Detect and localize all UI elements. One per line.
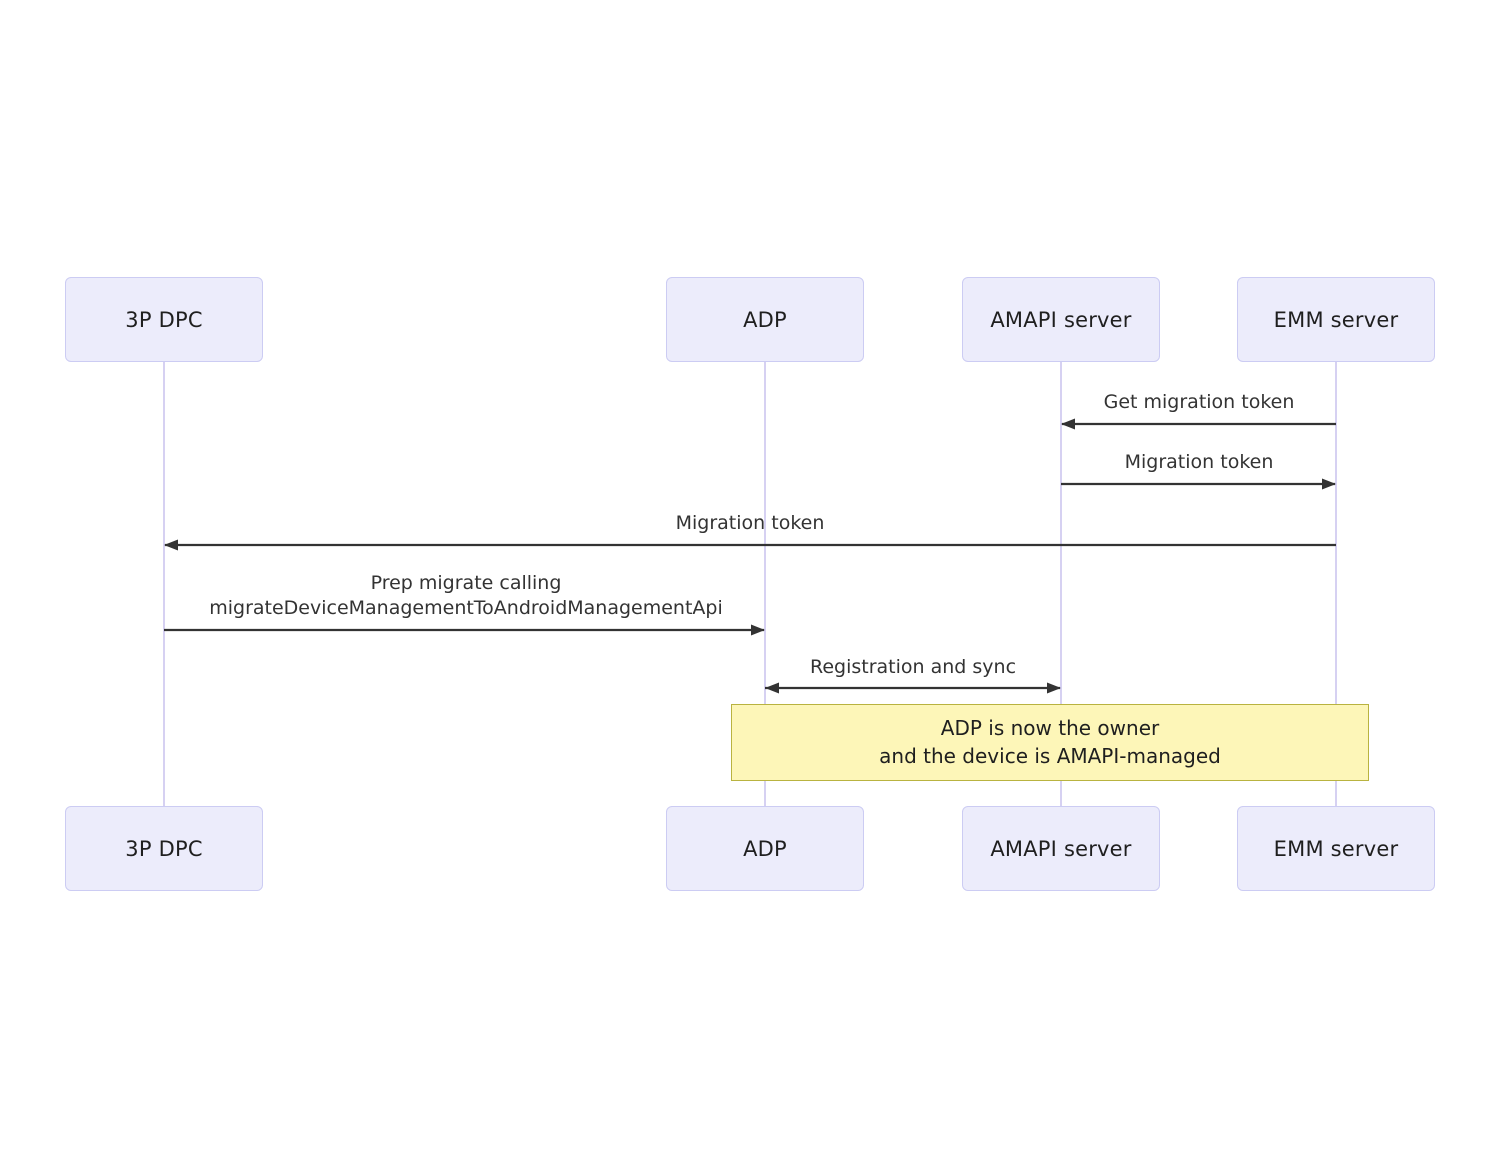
note-line-2: and the device is AMAPI-managed	[879, 743, 1221, 768]
message-m4[interactable]	[164, 624, 765, 636]
participant-label-amapi-top: AMAPI server	[990, 307, 1132, 332]
message-m3[interactable]	[164, 539, 1336, 551]
message-m2[interactable]	[1061, 478, 1336, 490]
arrowhead-m4-end	[751, 624, 765, 636]
message-label-m3: Migration token	[675, 512, 825, 534]
participant-label-adp-top: ADP	[743, 307, 787, 332]
arrowhead-m2-end	[1322, 478, 1336, 490]
participant-box-dpc-top[interactable]: 3P DPC	[65, 277, 263, 362]
message-label-m5: Registration and sync	[809, 656, 1017, 678]
participant-label-dpc-bottom: 3P DPC	[125, 836, 203, 861]
participant-label-amapi-bottom: AMAPI server	[990, 836, 1132, 861]
lifeline-amapi	[1060, 362, 1062, 806]
lifeline-adp	[764, 362, 766, 806]
participant-label-emm-top: EMM server	[1273, 307, 1399, 332]
participant-label-adp-bottom: ADP	[743, 836, 787, 861]
participant-box-adp-bottom[interactable]: ADP	[666, 806, 864, 891]
arrowhead-m3-end	[164, 539, 178, 551]
lifeline-dpc	[163, 362, 165, 806]
participant-box-amapi-bottom[interactable]: AMAPI server	[962, 806, 1160, 891]
message-label-m4: Prep migrate calling migrateDeviceManage…	[209, 572, 723, 620]
participant-box-emm-top[interactable]: EMM server	[1237, 277, 1435, 362]
message-m5[interactable]	[765, 682, 1061, 694]
participant-label-emm-bottom: EMM server	[1273, 836, 1399, 861]
participant-box-dpc-bottom[interactable]: 3P DPC	[65, 806, 263, 891]
participant-label-dpc-top: 3P DPC	[125, 307, 203, 332]
participant-box-amapi-top[interactable]: AMAPI server	[962, 277, 1160, 362]
arrowhead-m1-end	[1061, 418, 1075, 430]
note-line-1: ADP is now the owner	[940, 715, 1160, 740]
participant-box-adp-top[interactable]: ADP	[666, 277, 864, 362]
note-box-n1: ADP is now the owner and the device is AM…	[731, 704, 1369, 781]
message-label-m2: Migration token	[1124, 451, 1274, 473]
message-label-m1: Get migration token	[1103, 391, 1295, 413]
arrowhead-m5-start	[765, 682, 779, 694]
participant-box-emm-bottom[interactable]: EMM server	[1237, 806, 1435, 891]
lifeline-emm	[1335, 362, 1337, 806]
message-m1[interactable]	[1061, 418, 1336, 430]
arrowhead-m5-end	[1047, 682, 1061, 694]
